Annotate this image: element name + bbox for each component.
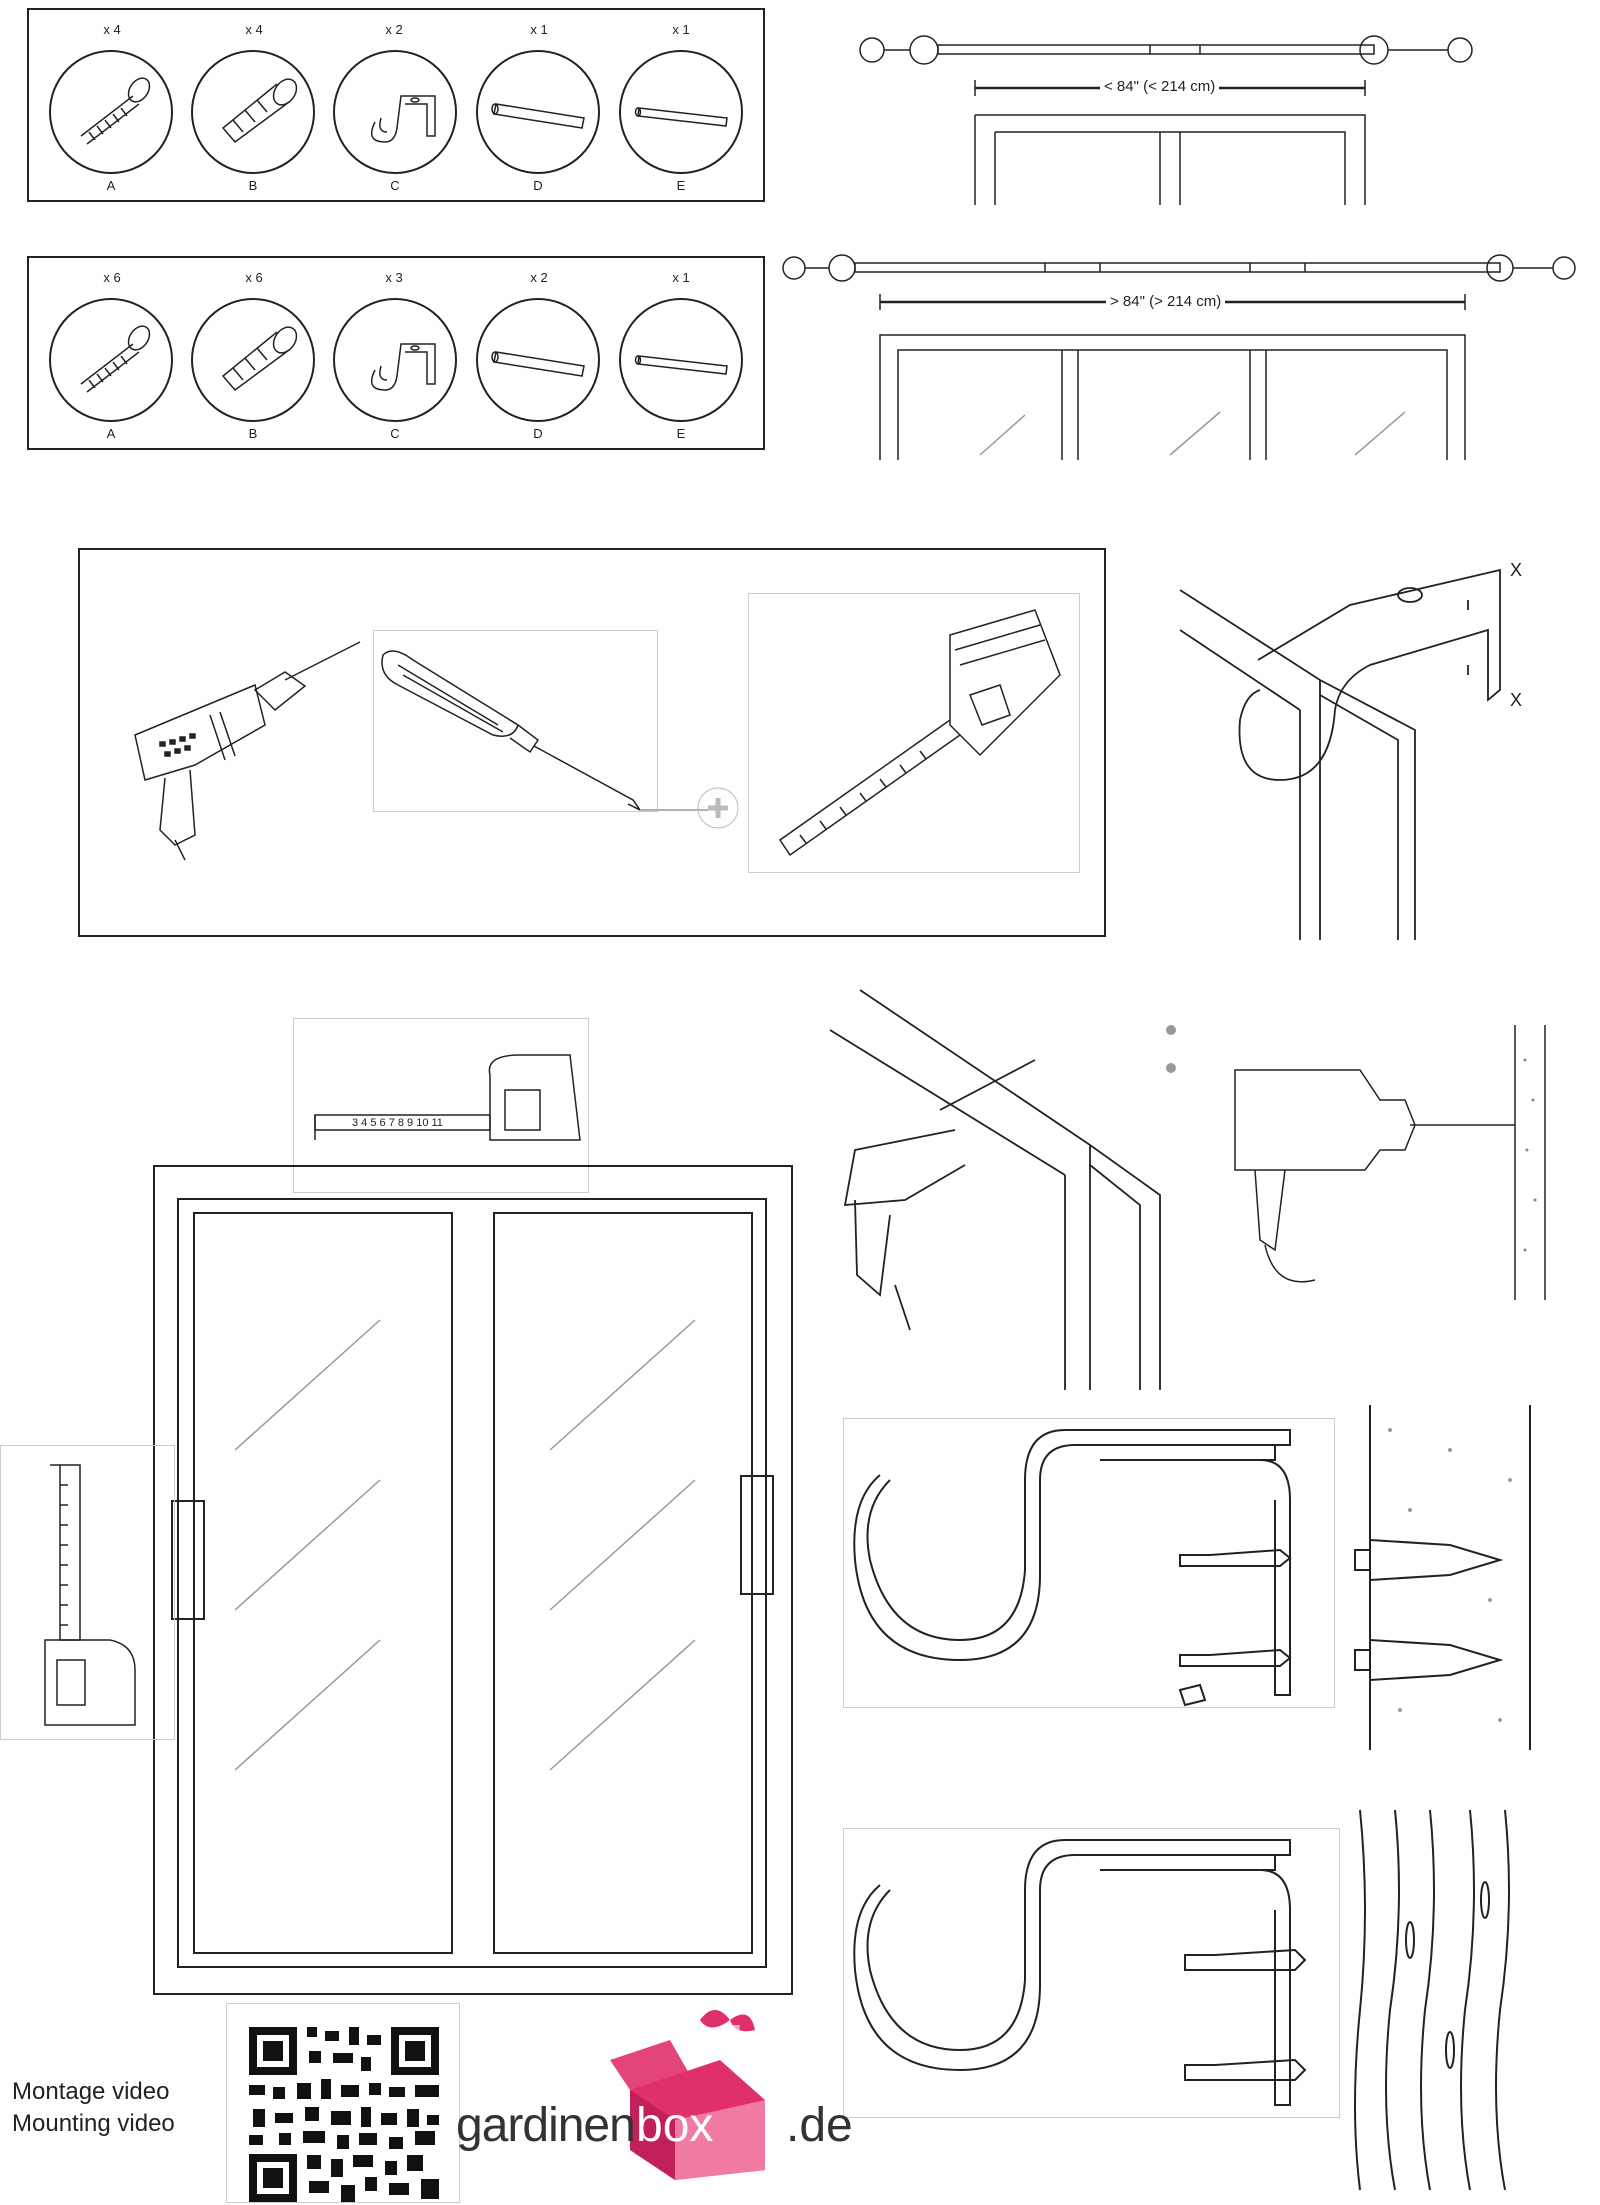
letter-e: E (676, 426, 686, 441)
gift-box-logo-icon (610, 2010, 765, 2180)
bracket-wood-panel (843, 1828, 1340, 2118)
part-b-anchor (191, 298, 315, 422)
qty-a: x 4 (103, 22, 121, 37)
screw-icon (80, 77, 151, 145)
qty-b: x 6 (245, 270, 263, 285)
bracket-concrete-diagram (853, 1405, 1531, 1750)
part-a-screw (49, 50, 173, 174)
qty-c: x 2 (385, 22, 403, 37)
qty-d: x 1 (530, 22, 548, 37)
part-b-anchor (191, 50, 315, 174)
bracket-wood-diagram (853, 1809, 1510, 2191)
drill-wall-diagram (1234, 1025, 1546, 1300)
wall-anchor-icon (221, 326, 298, 392)
letter-c: C (390, 426, 400, 441)
bracket-concrete-panel (843, 1418, 1335, 1708)
wall-anchor-icon (221, 78, 298, 144)
qty-a: x 6 (103, 270, 121, 285)
tape-measure-side-panel (0, 1445, 175, 1740)
bracket-closeup (1179, 568, 1501, 940)
bracket-icon (370, 95, 436, 143)
letter-a: A (106, 178, 116, 193)
part-d-rod-connector (476, 298, 600, 422)
tape-measure-panel (748, 593, 1080, 873)
part-c-bracket (333, 298, 457, 422)
tape-measure-icon (778, 609, 1061, 857)
window-inner-frame (177, 1198, 767, 1968)
drill-icon (134, 641, 361, 861)
qty-c: x 3 (385, 270, 403, 285)
bracket-mark-top: X (1510, 560, 1523, 580)
drill-corner-diagram (829, 989, 1176, 1390)
rod-long-diagram (782, 254, 1576, 460)
window-glare (234, 1319, 696, 1771)
part-a-screw (49, 298, 173, 422)
part-d-rod-connector (476, 50, 600, 174)
qty-e: x 1 (672, 270, 690, 285)
qty-d: x 2 (530, 270, 548, 285)
qty-e: x 1 (672, 22, 690, 37)
rod-long-label: > 84" (> 214 cm) (1106, 293, 1226, 310)
qty-b: x 4 (245, 22, 263, 37)
letter-a: A (106, 426, 116, 441)
tools-panel (78, 548, 1106, 937)
brand-name-gardinen: gardinen (456, 2099, 636, 2152)
parts-kit-large: x 6 x 6 x 3 x 2 x 1 (27, 256, 765, 450)
part-e-rod-connector (619, 50, 743, 174)
connector-pin-icon (634, 107, 728, 127)
letter-d: D (533, 178, 543, 193)
bracket-mark-bottom: X (1510, 690, 1523, 710)
letter-c: C (390, 178, 400, 193)
window-pane-left (193, 1212, 453, 1954)
brand-name-box: box (636, 2099, 714, 2152)
letter-b: B (248, 178, 258, 193)
tape-measure-top-panel (293, 1018, 589, 1193)
qr-panel[interactable] (226, 2003, 460, 2203)
qr-code[interactable] (249, 2027, 439, 2202)
connector-pin-icon (491, 103, 585, 129)
tape-measure-side-icon (44, 1464, 136, 1726)
montage-video-label: Montage video (12, 2078, 170, 2105)
screwdriver-icon (381, 650, 739, 829)
letter-b: B (248, 426, 258, 441)
window-handle-left (171, 1500, 205, 1620)
mounting-video-label: Mounting video (12, 2110, 175, 2137)
window-outer-frame (153, 1165, 793, 1995)
screwdriver-panel (373, 630, 658, 812)
parts-kit-small: x 4 x 4 x 2 x 1 x 1 (27, 8, 765, 202)
connector-pin-icon (491, 351, 585, 377)
part-e-rod-connector (619, 298, 743, 422)
part-c-bracket (333, 50, 457, 174)
bracket-icon (370, 343, 436, 391)
rod-short-label: < 84" (< 214 cm) (1100, 78, 1220, 95)
letter-e: E (676, 178, 686, 193)
tape-numbers-top: 3 4 5 6 7 8 9 10 11 (352, 1117, 443, 1129)
brand-name-tld: .de (786, 2099, 853, 2152)
rod-short-diagram (859, 35, 1473, 205)
screw-icon (80, 325, 151, 393)
letter-d: D (533, 426, 543, 441)
window-pane-right (493, 1212, 753, 1954)
window-handle-right (740, 1475, 774, 1595)
connector-pin-icon (634, 355, 728, 375)
tape-measure-top-icon (314, 1054, 581, 1141)
